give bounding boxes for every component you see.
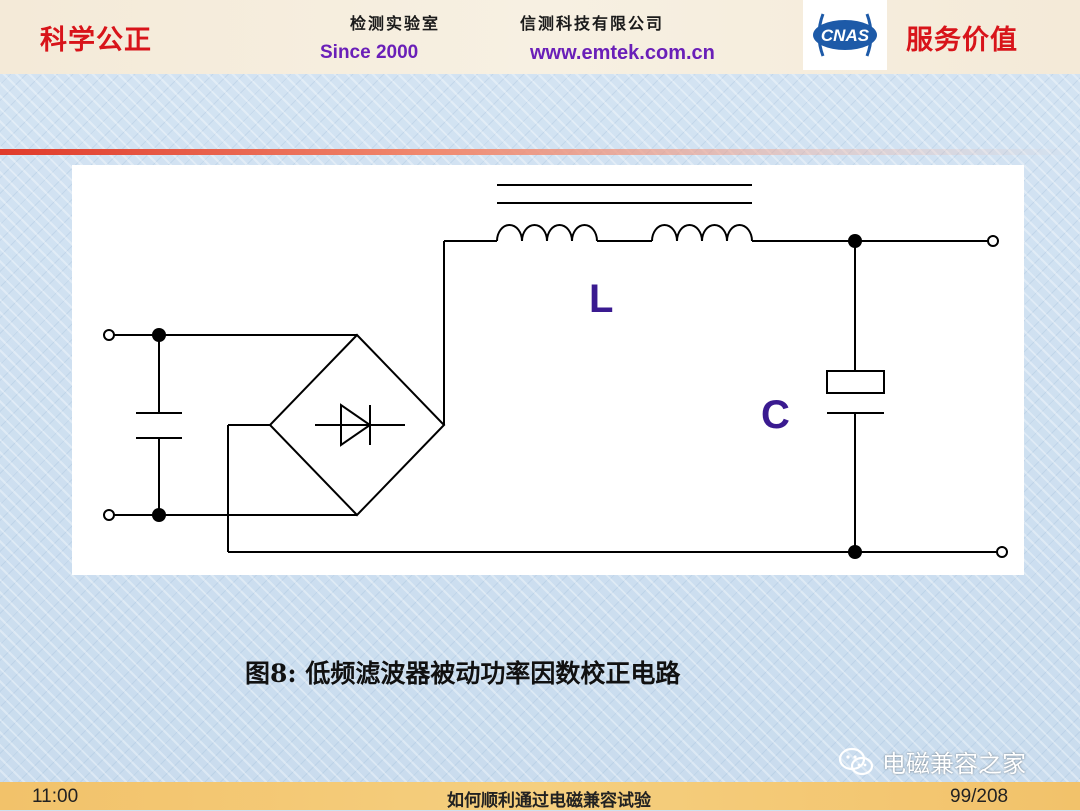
output-cap-plate-top bbox=[826, 370, 885, 394]
output-terminal-bottom bbox=[996, 546, 1008, 558]
lab-name: 检测实验室 bbox=[350, 14, 441, 33]
junction-dot bbox=[152, 508, 166, 522]
footer-title: 如何顺利通过电磁兼容试验 bbox=[447, 791, 651, 811]
since-text: Since 2000 bbox=[320, 42, 419, 63]
inductor-label: L bbox=[589, 277, 613, 321]
input-terminal-top bbox=[103, 329, 115, 341]
diode-triangle bbox=[340, 403, 372, 447]
website-url: www.emtek.com.cn bbox=[530, 42, 715, 64]
accent-divider bbox=[0, 149, 1080, 155]
logo-ellipse bbox=[813, 20, 877, 50]
slogan-right: 服务价值 bbox=[906, 25, 1018, 56]
logo-text: CNAS bbox=[821, 26, 870, 45]
footer-time: 11:00 bbox=[32, 786, 79, 807]
slide-footer: 11:00 如何顺利通过电磁兼容试验 99/208 bbox=[0, 782, 1080, 811]
input-terminal-bottom bbox=[103, 509, 115, 521]
circuit-panel: L C bbox=[72, 165, 1024, 575]
junction-dot bbox=[848, 234, 862, 248]
inductor-coil-2 bbox=[651, 224, 753, 242]
wechat-icon bbox=[838, 747, 874, 775]
inductor-coil-1 bbox=[496, 224, 598, 242]
circuit-diagram: L C bbox=[103, 184, 1008, 559]
page-number: 99/208 bbox=[950, 786, 1009, 807]
watermark-text: 电磁兼容之家 bbox=[882, 750, 1026, 778]
watermark: 电磁兼容之家 bbox=[838, 744, 1026, 779]
bridge-rectifier bbox=[268, 333, 446, 517]
cnas-logo: CNAS bbox=[803, 0, 887, 70]
output-terminal-top bbox=[987, 235, 999, 247]
capacitor-label: C bbox=[761, 393, 790, 437]
company-name: 信测科技有限公司 bbox=[520, 14, 665, 33]
junction-dot bbox=[848, 545, 862, 559]
slogan-left: 科学公正 bbox=[40, 25, 152, 56]
junction-dot bbox=[152, 328, 166, 342]
slide-header: 科学公正 检测实验室 信测科技有限公司 Since 2000 www.emtek… bbox=[0, 0, 1080, 74]
figure-caption: 图8: 低频滤波器被动功率因数校正电路 bbox=[245, 659, 681, 688]
